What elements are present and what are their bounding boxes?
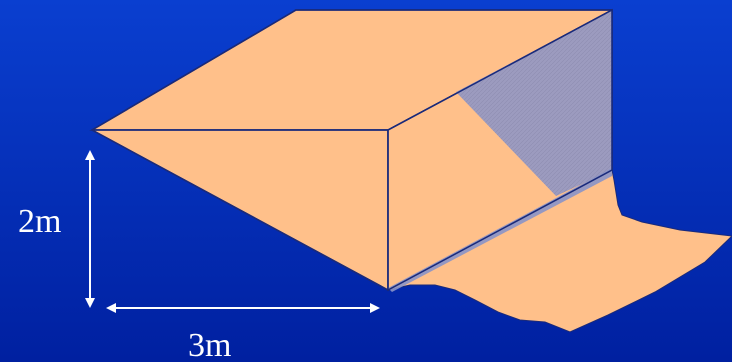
height-label: 2m <box>18 203 61 240</box>
prism-outline <box>91 9 613 291</box>
ground-surface <box>387 169 732 333</box>
shaded-overlay <box>456 10 612 196</box>
width-label: 3m <box>188 327 231 362</box>
